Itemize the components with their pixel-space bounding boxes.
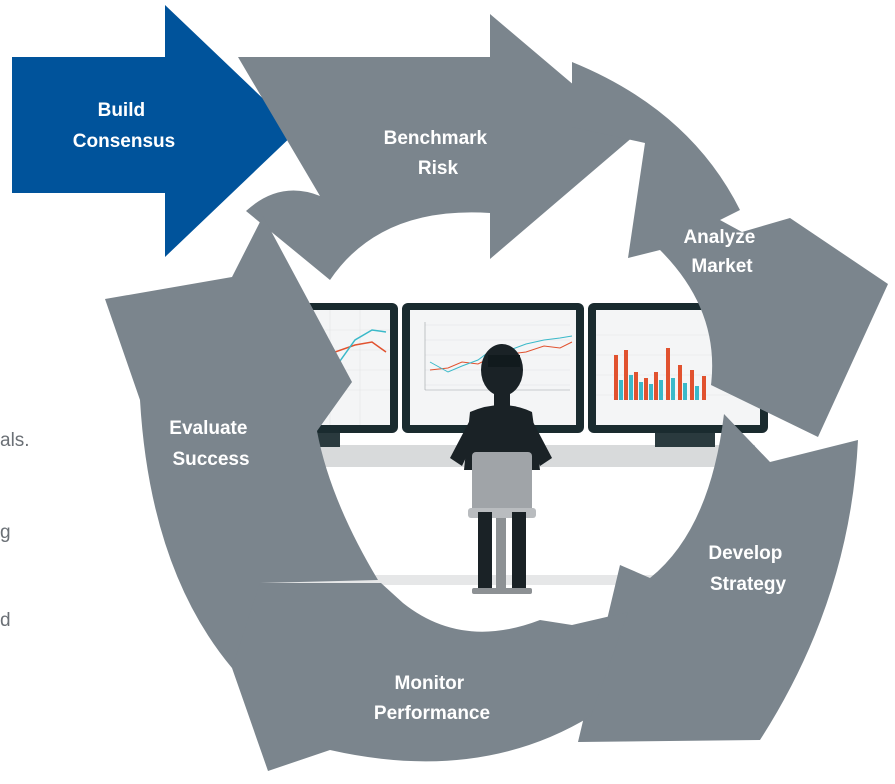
floor-line xyxy=(215,575,735,585)
cycle-arrows xyxy=(12,5,888,771)
develop-strategy-arrow[interactable] xyxy=(578,414,858,742)
analyze-market-arrow[interactable] xyxy=(572,62,888,437)
step-labels: Build Consensus Benchmark Risk Analyze M… xyxy=(73,100,787,724)
evaluate-success-arrow[interactable] xyxy=(105,216,378,668)
benchmark-risk-arrow[interactable] xyxy=(238,14,634,280)
step-label-evaluate-success: Evaluate Success xyxy=(169,418,252,470)
step-label-benchmark-risk: Benchmark Risk xyxy=(384,128,493,179)
side-text-fragment-3: d xyxy=(0,610,11,631)
side-text-fragments: als. g d xyxy=(0,430,30,631)
side-text-fragment-2: g xyxy=(0,522,11,543)
monitor-performance-arrow[interactable] xyxy=(232,583,628,771)
build-consensus-arrow[interactable] xyxy=(12,5,297,257)
step-label-analyze-market: Analyze Market xyxy=(683,227,760,277)
step-label-develop-strategy: Develop Strategy xyxy=(708,543,787,595)
side-text-fragment-1: als. xyxy=(0,430,30,451)
trader-figure xyxy=(450,344,552,594)
step-label-monitor-performance: Monitor Performance xyxy=(374,673,490,724)
step-label-build-consensus: Build Consensus xyxy=(73,100,175,152)
